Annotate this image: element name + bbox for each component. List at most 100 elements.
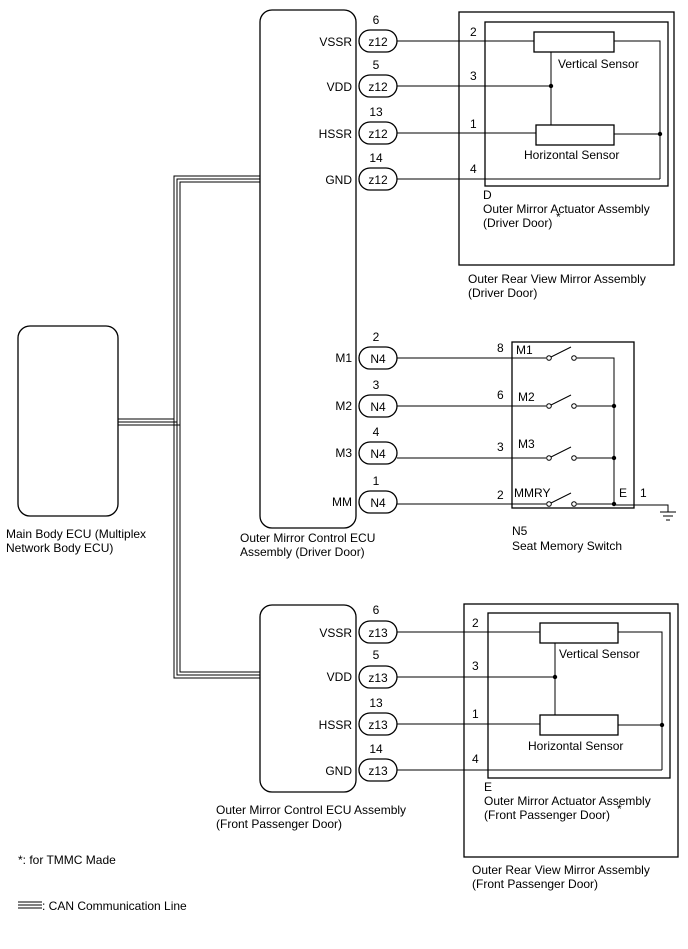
passenger-mirror-wires	[397, 631, 665, 771]
driver-ecu-pin: MM 1 N4	[332, 474, 398, 514]
svg-text:MMRY: MMRY	[514, 486, 550, 500]
svg-text:N4: N4	[370, 496, 386, 510]
horizontal-sensor	[535, 124, 615, 146]
svg-text:HSSR: HSSR	[319, 718, 353, 732]
svg-text:14: 14	[369, 742, 383, 756]
svg-text:5: 5	[373, 648, 380, 662]
svg-text:5: 5	[373, 58, 380, 72]
svg-text:N4: N4	[370, 400, 386, 414]
svg-text:*: *	[556, 210, 561, 224]
svg-text:Horizontal Sensor: Horizontal Sensor	[528, 739, 623, 753]
passenger-ecu-pin: VDD 5 z13	[327, 648, 398, 689]
svg-text:2: 2	[472, 616, 479, 630]
svg-text:GND: GND	[325, 173, 352, 187]
svg-text:Outer Rear View Mirror Assembl: Outer Rear View Mirror Assembly	[472, 863, 650, 877]
svg-text:(Driver Door): (Driver Door)	[483, 216, 552, 230]
vertical-sensor	[533, 31, 615, 53]
svg-text:z13: z13	[368, 626, 388, 640]
svg-text:VSSR: VSSR	[319, 626, 352, 640]
driver-mirror-wires	[397, 40, 663, 180]
svg-text:1: 1	[640, 486, 647, 500]
svg-text:3: 3	[470, 69, 477, 83]
svg-text:Outer Rear View Mirror Assembl: Outer Rear View Mirror Assembly	[468, 272, 646, 286]
svg-text:1: 1	[470, 117, 477, 131]
passenger-ecu: Outer Mirror Control ECU Assembly (Front…	[216, 604, 406, 831]
svg-text:GND: GND	[325, 764, 352, 778]
svg-text:3: 3	[497, 440, 504, 454]
svg-text:Outer Mirror Actuator Assembly: Outer Mirror Actuator Assembly	[483, 202, 650, 216]
vertical-sensor	[539, 622, 619, 644]
driver-ecu-pin: M1 2 N4	[335, 330, 398, 370]
svg-text:VSSR: VSSR	[319, 35, 352, 49]
svg-text:(Front Passenger Door): (Front Passenger Door)	[484, 808, 610, 822]
driver-ecu-pin: M2 3 N4	[335, 378, 398, 418]
svg-text:VDD: VDD	[327, 670, 353, 684]
passenger-ecu-pin: GND 14 z13	[325, 742, 398, 782]
svg-text:Outer Mirror Actuator Assembly: Outer Mirror Actuator Assembly	[484, 794, 651, 808]
svg-text:4: 4	[373, 425, 380, 439]
svg-text:z12: z12	[368, 35, 388, 49]
main-ecu-label-line2: Network Body ECU)	[6, 541, 113, 555]
svg-text:M2: M2	[335, 399, 352, 413]
ground-icon	[660, 511, 676, 521]
svg-text:HSSR: HSSR	[319, 127, 353, 141]
svg-text:14: 14	[369, 151, 383, 165]
svg-text:M1: M1	[335, 351, 352, 365]
legend-label: : CAN Communication Line	[42, 899, 187, 913]
svg-text:M1: M1	[516, 343, 533, 357]
svg-text:3: 3	[472, 659, 479, 673]
main-ecu-label-line1: Main Body ECU (Multiplex	[6, 527, 146, 541]
driver-ecu-pin: VSSR 6 z12	[319, 13, 398, 53]
can-bus	[118, 175, 260, 679]
svg-text:M3: M3	[335, 446, 352, 460]
passenger-ecu-label-line2: (Front Passenger Door)	[216, 817, 342, 831]
svg-text:6: 6	[373, 603, 380, 617]
svg-text:4: 4	[472, 752, 479, 766]
passenger-mirror-assembly: Outer Rear View Mirror Assembly (Front P…	[463, 603, 679, 891]
svg-text:6: 6	[497, 388, 504, 402]
svg-text:M2: M2	[518, 390, 535, 404]
seat-memory-switch: N5 Seat Memory Switch M1 M2 M3 MMRY 8 6 …	[497, 341, 647, 553]
svg-text:8: 8	[497, 341, 504, 355]
svg-text:z12: z12	[368, 127, 388, 141]
driver-ecu-pin: GND 14 z12	[325, 151, 398, 191]
svg-text:N4: N4	[370, 447, 386, 461]
passenger-ecu-pin: HSSR 13 z13	[319, 696, 398, 736]
svg-text:Vertical Sensor: Vertical Sensor	[558, 57, 639, 71]
driver-ecu-pin: M3 4 N4	[335, 425, 398, 465]
svg-text:N4: N4	[370, 352, 386, 366]
svg-text:(Driver Door): (Driver Door)	[468, 286, 537, 300]
seat-switch-connector: N5	[512, 524, 528, 538]
driver-actuator-connector: D	[483, 188, 492, 202]
svg-text:MM: MM	[332, 495, 352, 509]
svg-text:Horizontal Sensor: Horizontal Sensor	[524, 148, 619, 162]
svg-text:2: 2	[470, 25, 477, 39]
driver-ecu-label-line2: Assembly (Driver Door)	[240, 545, 365, 559]
svg-text:M3: M3	[518, 437, 535, 451]
horizontal-sensor	[539, 714, 619, 736]
driver-mirror-assembly: Outer Rear View Mirror Assembly (Driver …	[458, 11, 675, 300]
svg-text:z13: z13	[368, 718, 388, 732]
svg-text:E: E	[619, 486, 627, 500]
svg-text:13: 13	[369, 696, 383, 710]
svg-text:z13: z13	[368, 671, 388, 685]
svg-text:(Front Passenger Door): (Front Passenger Door)	[472, 877, 598, 891]
svg-text:4: 4	[470, 162, 477, 176]
passenger-ecu-pin: VSSR 6 z13	[319, 603, 398, 644]
svg-text:Vertical Sensor: Vertical Sensor	[559, 647, 640, 661]
svg-text:13: 13	[369, 105, 383, 119]
svg-text:1: 1	[373, 474, 380, 488]
svg-text:z12: z12	[368, 80, 388, 94]
svg-text:1: 1	[472, 707, 479, 721]
seat-switch-wires	[397, 346, 669, 512]
passenger-actuator-connector: E	[484, 780, 492, 794]
svg-text:z12: z12	[368, 173, 388, 187]
can-legend-icon	[18, 901, 42, 909]
main-body-ecu: Main Body ECU (Multiplex Network Body EC…	[6, 325, 146, 555]
driver-ecu: Outer Mirror Control ECU Assembly (Drive…	[240, 9, 375, 559]
svg-text:3: 3	[373, 378, 380, 392]
footnote: *: for TMMC Made	[18, 853, 116, 867]
svg-text:2: 2	[373, 330, 380, 344]
svg-text:VDD: VDD	[327, 80, 353, 94]
